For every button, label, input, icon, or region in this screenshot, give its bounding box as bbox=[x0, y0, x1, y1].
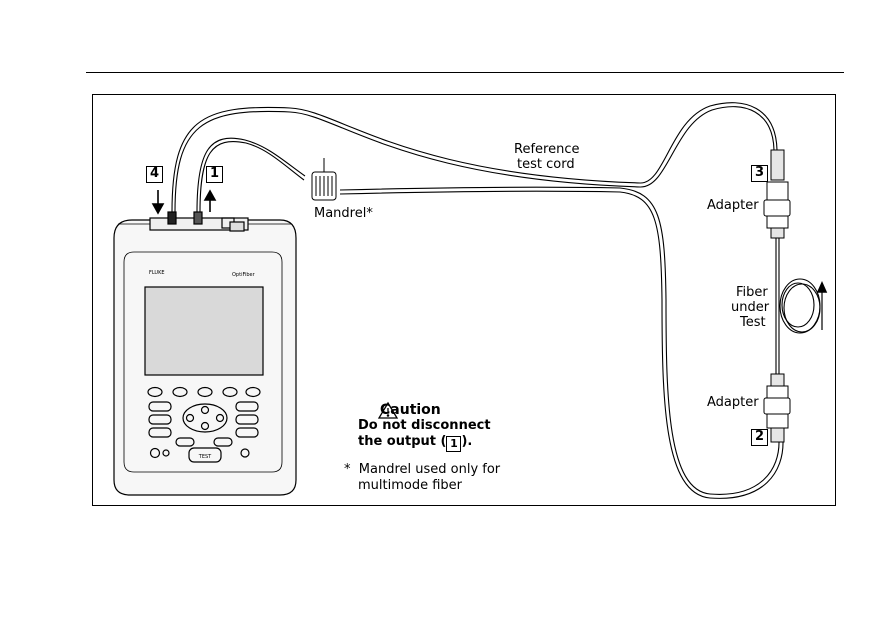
caution-line2-post: ). bbox=[461, 434, 473, 449]
fiber-label-line2: under bbox=[731, 300, 770, 315]
callout-3: 3 bbox=[751, 165, 768, 182]
device-screen bbox=[144, 286, 264, 376]
reference-label-line2: test cord bbox=[517, 157, 575, 172]
footnote-line2: multimode fiber bbox=[358, 478, 463, 493]
caution-title: Caution bbox=[380, 402, 441, 418]
footnote-line1: Mandrel used only for bbox=[358, 462, 501, 477]
footnote: * Mandrel used only for multimode fiber bbox=[344, 462, 500, 494]
bottom-adapter bbox=[763, 373, 791, 443]
tester-device bbox=[113, 211, 297, 496]
top-adapter bbox=[763, 149, 791, 239]
cables bbox=[171, 102, 821, 499]
mandrel bbox=[311, 158, 337, 201]
direction-arrows bbox=[151, 189, 828, 330]
header-rule bbox=[86, 72, 844, 73]
fiber-label-line3: Test bbox=[740, 315, 766, 330]
caution-line1: Do not disconnect bbox=[358, 418, 491, 433]
figure-frame bbox=[92, 94, 836, 506]
footnote-marker: * bbox=[344, 462, 351, 477]
caution-line2: the output (1). bbox=[358, 434, 491, 452]
callout-1: 1 bbox=[206, 166, 223, 183]
caution-line2-pre: the output ( bbox=[358, 434, 447, 449]
callout-4: 4 bbox=[146, 166, 163, 183]
device-model: OptiFiber bbox=[232, 272, 256, 278]
fiber-label-line1: Fiber bbox=[736, 285, 768, 300]
mandrel-label: Mandrel* bbox=[314, 206, 373, 221]
device-brand: FLUKE bbox=[149, 270, 165, 276]
device-test-key: TEST bbox=[198, 454, 212, 460]
caution-port-box: 1 bbox=[446, 436, 462, 452]
warning-triangle-icon bbox=[377, 401, 399, 419]
callout-2: 2 bbox=[751, 429, 768, 446]
adapter-bottom-label: Adapter bbox=[707, 395, 759, 410]
caution-block: Caution Do not disconnect the output (1)… bbox=[358, 402, 491, 452]
reference-label-line1: Reference bbox=[514, 142, 580, 157]
adapter-top-label: Adapter bbox=[707, 198, 759, 213]
